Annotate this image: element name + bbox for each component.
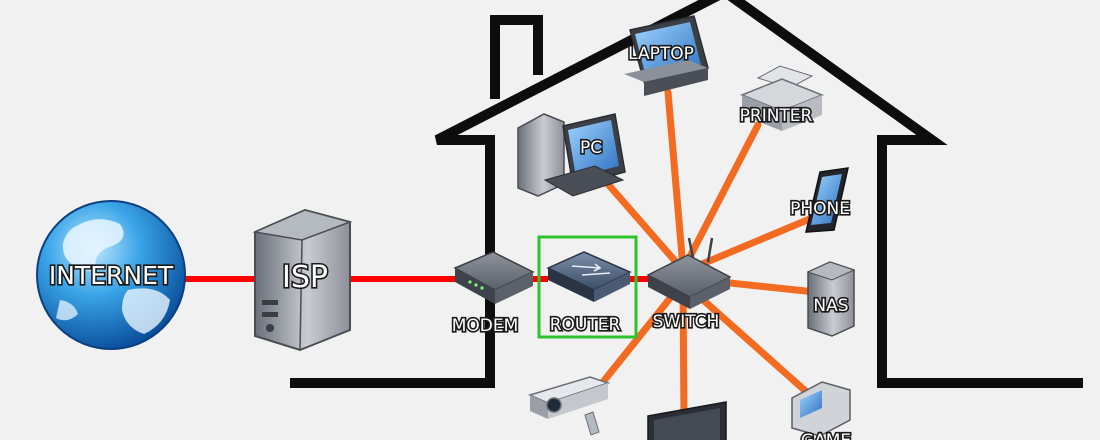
link-pc <box>596 171 687 274</box>
isp-label: ISP <box>282 260 328 295</box>
laptop-label: LAPTOP <box>628 44 694 64</box>
lan-links <box>591 88 819 424</box>
laptop-node: LAPTOP <box>624 15 709 96</box>
switch-node: SWITCH <box>646 237 732 334</box>
game-console-icon <box>791 381 851 437</box>
pc-label: PC <box>580 138 602 158</box>
keyboard-icon <box>543 165 625 197</box>
router-label: ROUTER <box>550 315 621 335</box>
phone-node: PHONE <box>788 167 852 233</box>
modem-node: MODEM <box>450 251 535 338</box>
internet-node: INTERNET <box>36 200 186 350</box>
router-node: ROUTER <box>537 235 638 339</box>
house-outline <box>290 0 1083 388</box>
game-label: GAME <box>801 431 851 440</box>
nas-node: NAS <box>806 261 856 337</box>
phone-label: PHONE <box>790 199 850 219</box>
router-highlight-box <box>537 235 638 339</box>
link-camera <box>591 278 687 396</box>
internet-label: INTERNET <box>49 261 174 290</box>
nas-label: NAS <box>813 296 848 316</box>
printer-label: PRINTER <box>740 106 813 126</box>
link-laptop <box>664 88 687 272</box>
switch-label: SWITCH <box>653 312 720 332</box>
printer-node: PRINTER <box>738 65 825 131</box>
link-printer <box>679 121 762 274</box>
tv-node <box>647 401 727 440</box>
camera-node <box>527 376 611 436</box>
isp-node: ISP <box>252 208 353 352</box>
game-node: GAME <box>791 381 853 440</box>
pc-node: PC <box>517 113 626 197</box>
modem-label: MODEM <box>452 316 519 336</box>
